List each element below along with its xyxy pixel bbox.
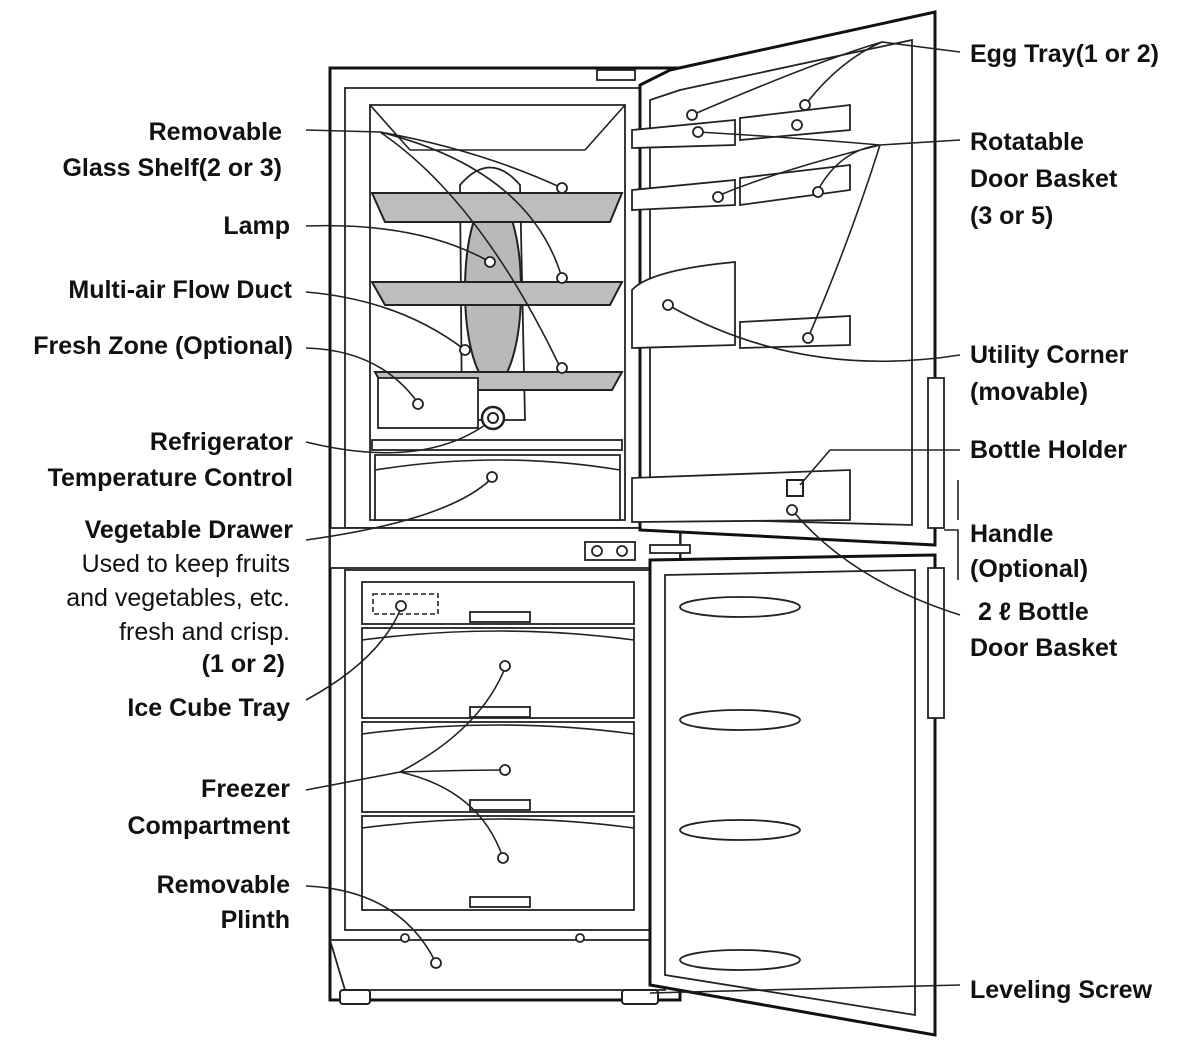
label-vegetable-desc-3: fresh and crisp. <box>119 618 290 646</box>
label-bottle-holder: Bottle Holder <box>970 436 1127 464</box>
fridge-illustration <box>328 10 945 1037</box>
label-fresh-zone: Fresh Zone (Optional) <box>33 332 293 360</box>
label-rotatable-2: Door Basket <box>970 165 1118 193</box>
label-vegetable-desc-1: Used to keep fruits <box>82 550 290 578</box>
label-lamp: Lamp <box>223 212 290 240</box>
label-ice-cube-tray: Ice Cube Tray <box>127 694 290 722</box>
label-freezer-2: Compartment <box>127 812 290 840</box>
leader-lines <box>305 41 961 994</box>
label-vegetable-drawer: Vegetable Drawer <box>85 516 294 544</box>
label-leveling-screw: Leveling Screw <box>970 976 1153 1004</box>
label-utility-corner-1: Utility Corner <box>970 341 1129 369</box>
label-glass-shelf-1: Removable <box>149 118 282 146</box>
label-handle-2: (Optional) <box>970 555 1088 583</box>
label-freezer-1: Freezer <box>201 775 290 803</box>
label-glass-shelf-2: Glass Shelf(2 or 3) <box>62 154 282 182</box>
label-vegetable-count: (1 or 2) <box>202 650 285 678</box>
label-temp-control-1: Refrigerator <box>150 428 293 456</box>
label-rotatable-3: (3 or 5) <box>970 202 1053 230</box>
label-vegetable-desc-2: and vegetables, etc. <box>66 584 290 612</box>
leader-dots <box>395 99 824 969</box>
label-handle-1: Handle <box>970 520 1053 548</box>
label-utility-corner-2: (movable) <box>970 378 1088 406</box>
label-bottle-basket-2: Door Basket <box>970 634 1118 662</box>
label-temp-control-2: Temperature Control <box>48 464 293 492</box>
label-egg-tray: Egg Tray(1 or 2) <box>970 40 1159 68</box>
label-bottle-basket-1: 2 ℓ Bottle <box>978 598 1089 626</box>
label-plinth-1: Removable <box>157 871 290 899</box>
label-multi-air-flow-duct: Multi-air Flow Duct <box>68 276 292 304</box>
label-rotatable-1: Rotatable <box>970 128 1084 156</box>
label-plinth-2: Plinth <box>221 906 290 934</box>
